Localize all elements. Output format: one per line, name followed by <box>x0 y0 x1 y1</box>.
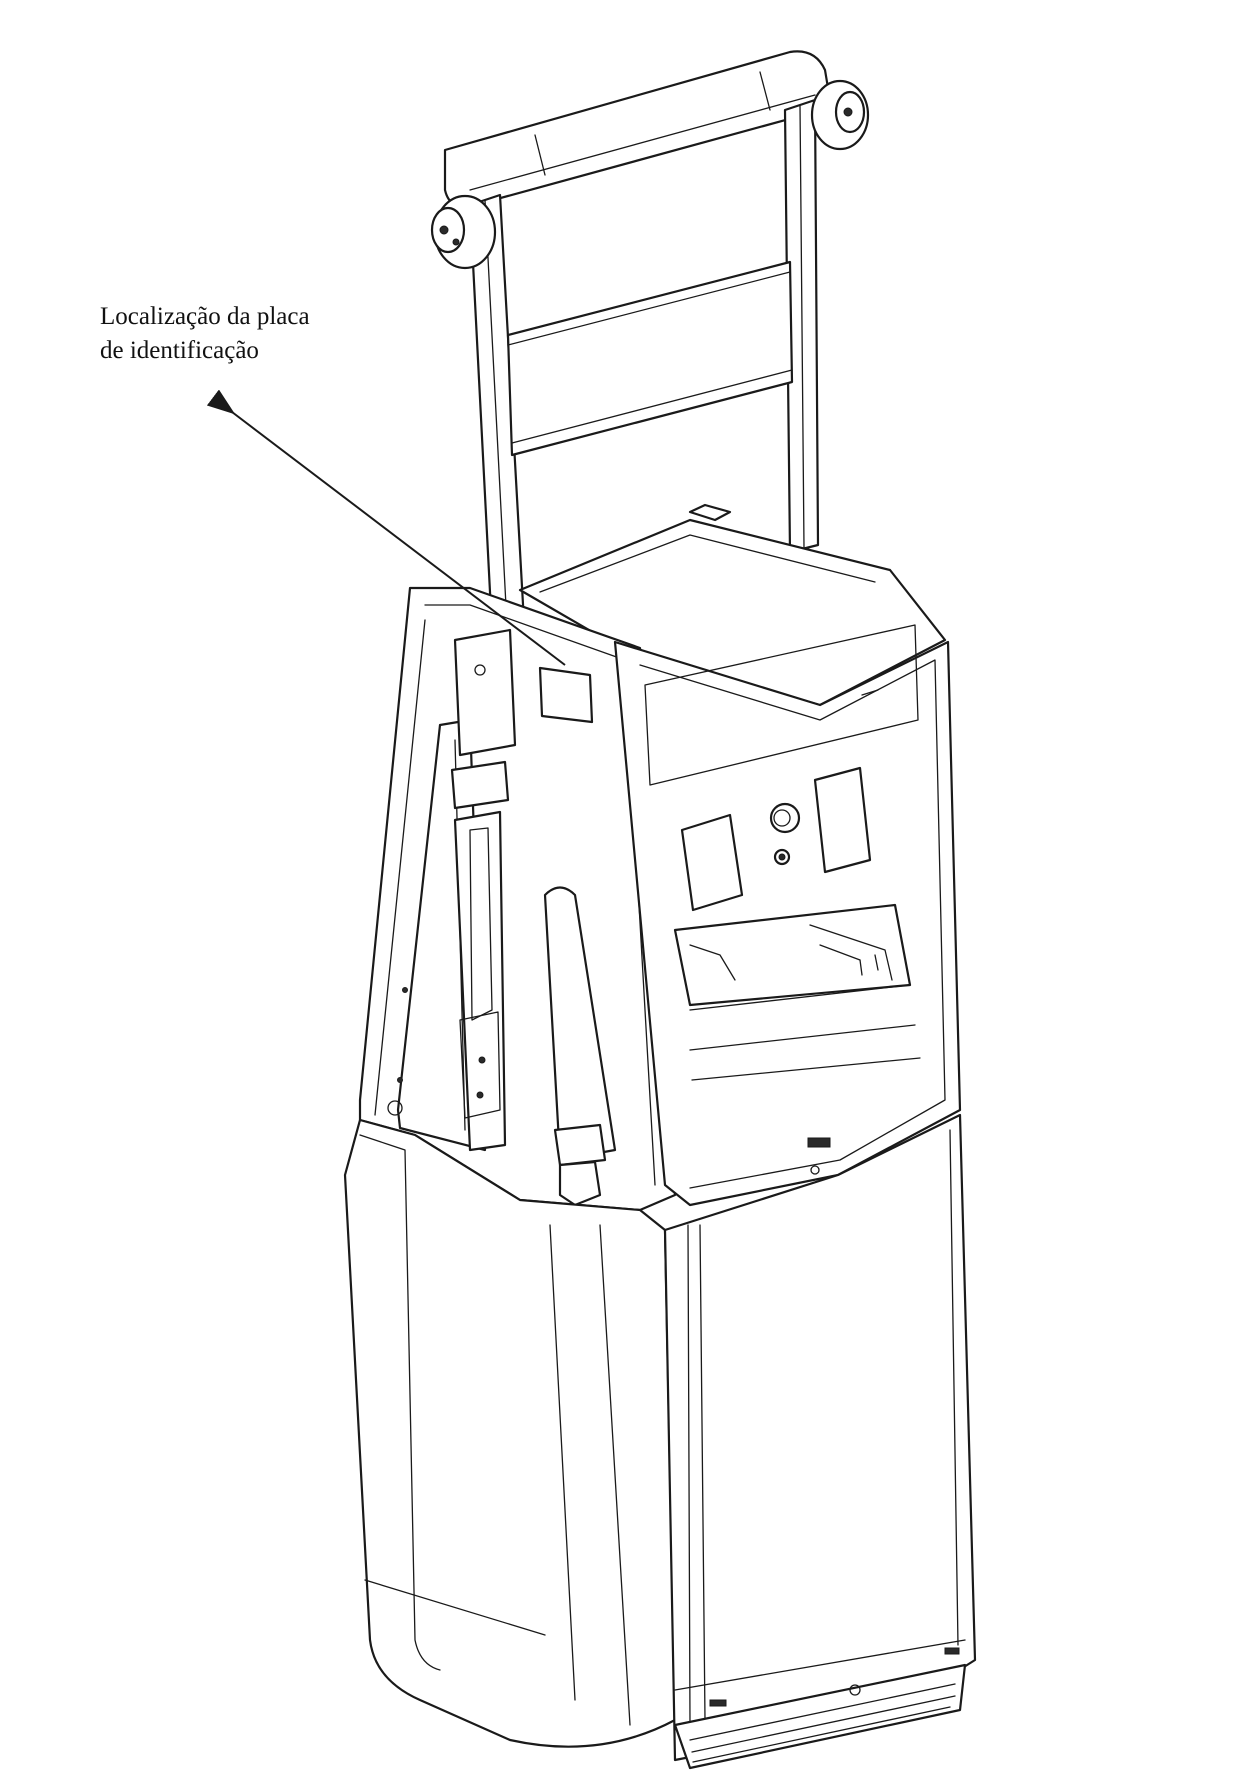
leader-arrow <box>206 389 566 666</box>
identification-plate <box>538 666 594 724</box>
callout-label: Localização da placa de identificação <box>100 300 420 368</box>
knob-left-icon <box>430 194 497 270</box>
knob-right-icon <box>810 79 870 151</box>
left-column <box>358 586 677 1212</box>
callout-line-2: de identificação <box>100 337 259 364</box>
handle-frame <box>443 50 832 654</box>
callout-line-1: Localização da placa <box>100 303 310 330</box>
front-panel <box>613 624 962 1207</box>
lower-base <box>343 1113 977 1770</box>
